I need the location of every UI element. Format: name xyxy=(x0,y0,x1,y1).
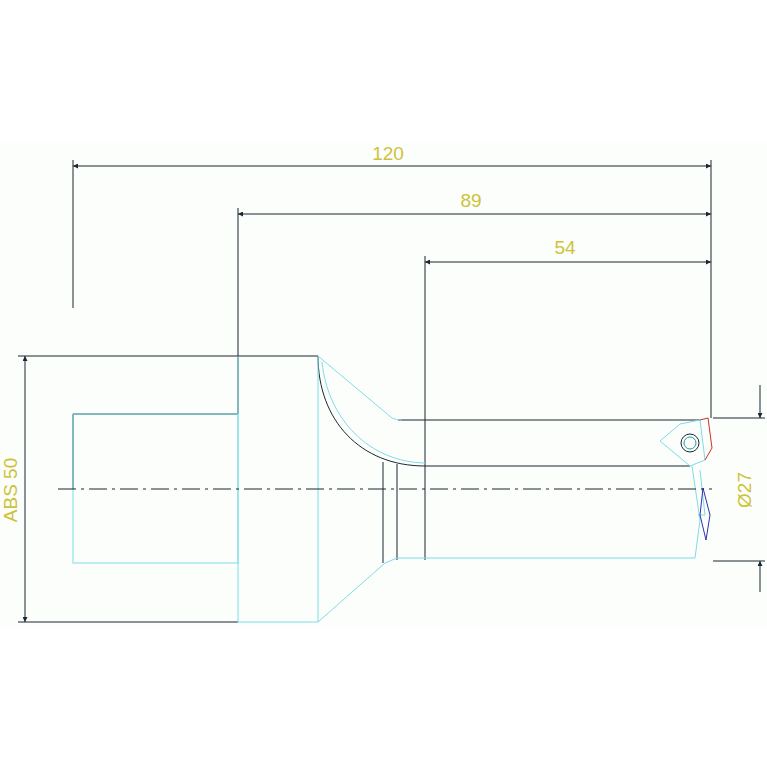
dimension-text: 54 xyxy=(551,238,578,258)
dimension-text: ABS 50 xyxy=(1,455,21,525)
dimension-text: Ø27 xyxy=(735,469,755,511)
dimension-text: 120 xyxy=(369,144,407,164)
dimension-text: 89 xyxy=(457,191,484,211)
